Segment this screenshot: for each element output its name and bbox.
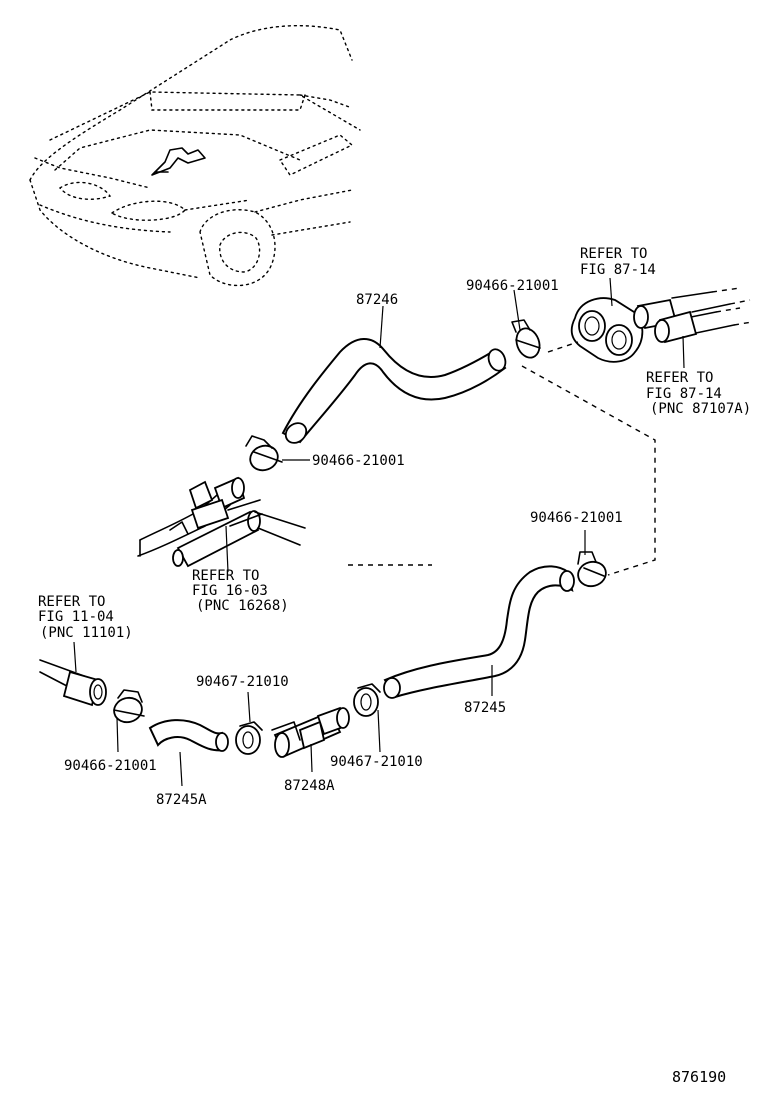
part-labels: 87246 90466-21001 90466-21001 90466-2100…	[64, 278, 623, 808]
clamp-90466-left	[113, 689, 145, 724]
hose-87246	[281, 338, 507, 444]
ref-1603-line1: REFER TO	[192, 568, 259, 584]
engine-pipe-assembly	[137, 476, 306, 568]
ref-8714-top-line1: REFER TO	[580, 246, 647, 262]
label-clamp-mid: 90466-21001	[312, 453, 405, 469]
label-clamp-small-a: 90467-21010	[196, 674, 289, 690]
label-87245: 87245	[464, 700, 506, 716]
figure-number: 876190	[672, 1068, 726, 1086]
reference-labels: REFER TO FIG 87-14 REFER TO FIG 87-14 (P…	[38, 246, 751, 641]
ref-8714-right-line3: (PNC 87107A)	[650, 401, 751, 417]
engine-outlet-pipe	[39, 659, 107, 707]
ref-8714-right-line1: REFER TO	[646, 370, 713, 386]
label-87245a: 87245A	[156, 792, 207, 808]
clamp-90467-b	[353, 683, 381, 717]
union-87248a	[271, 706, 350, 758]
hose-87245a	[148, 719, 229, 752]
clamp-90467-a	[235, 721, 263, 755]
car-outline	[29, 24, 361, 287]
ref-8714-top-line2: FIG 87-14	[580, 262, 656, 278]
ref-8714-right-line2: FIG 87-14	[646, 386, 722, 402]
ref-1104-line1: REFER TO	[38, 594, 105, 610]
ref-1104-line3: (PNC 11101)	[40, 625, 133, 641]
ref-1603-line3: (PNC 16268)	[196, 598, 289, 614]
grommet-plate	[570, 297, 644, 363]
heater-core-pipes	[633, 287, 753, 344]
clamp-90466-mid	[245, 435, 283, 472]
ref-1603-line2: FIG 16-03	[192, 583, 268, 599]
clamp-90466-right	[577, 551, 607, 588]
hose-87245	[383, 565, 575, 699]
label-clamp-top: 90466-21001	[466, 278, 559, 294]
leader-lines	[73, 277, 685, 787]
label-87248a: 87248A	[284, 778, 335, 794]
label-clamp-small-b: 90467-21010	[330, 754, 423, 770]
connection-lines	[521, 341, 656, 576]
label-clamp-left: 90466-21001	[64, 758, 157, 774]
label-87246: 87246	[356, 292, 398, 308]
ref-1104-line2: FIG 11-04	[38, 609, 114, 625]
label-clamp-right: 90466-21001	[530, 510, 623, 526]
clamp-90466-top	[511, 319, 541, 359]
